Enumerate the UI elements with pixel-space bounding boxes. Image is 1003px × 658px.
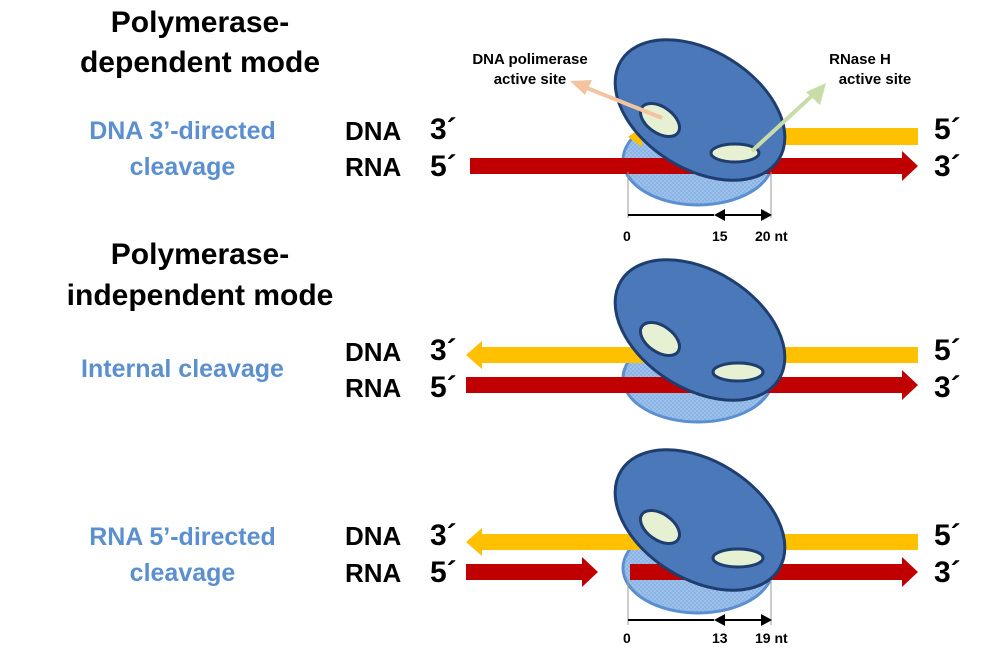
dna-left-end: 3´ [430, 334, 457, 367]
polymerase-dependent-heading-line1: Polymerase- [110, 6, 290, 39]
rnase-h-active-site [709, 142, 761, 164]
dna-right-end: 5´ [934, 519, 961, 552]
scale-tick-0: 0 [623, 228, 631, 244]
dna-label: DNA [345, 116, 402, 146]
scale-tick-19nt: 19 nt [755, 630, 788, 646]
rnase-h-active-site [711, 547, 765, 569]
rnase-site-label-line1: RNase H [829, 51, 891, 68]
polymerase-active-site [638, 320, 682, 358]
polymerase-site-label-line2: active site [493, 71, 567, 88]
panel-rna-5-directed [466, 448, 918, 626]
polymerase-pointer-arrow [581, 84, 663, 120]
rna-left-end: 5´ [430, 556, 457, 589]
polymerase-active-site [638, 508, 682, 546]
scale-arrowhead-left [714, 614, 725, 626]
polymerase-pointer-arrowhead [570, 80, 592, 95]
rna-left-end: 5´ [430, 150, 457, 183]
rna-label: RNA [345, 558, 402, 588]
dna-label: DNA [345, 337, 402, 367]
dna-3-directed-label-line1: DNA 3’-directed [89, 117, 276, 145]
scale-arrowhead-left [714, 209, 725, 221]
scale-tick-0: 0 [623, 630, 631, 646]
dna-3-directed-label-line2: cleavage [129, 153, 236, 181]
rnase-h-active-site [711, 361, 765, 383]
scale-arrowhead-right [761, 614, 772, 626]
rna-label: RNA [345, 152, 402, 182]
polymerase-dependent-heading-line2: dependent mode [79, 46, 320, 79]
polymerase-site-label-line1: DNA polimerase [472, 51, 588, 68]
rnase-site-label-line2: active site [838, 71, 912, 88]
scale-tick-13: 13 [712, 630, 728, 646]
rna-label: RNA [345, 373, 402, 403]
polymerase-independent-heading-line1: Polymerase- [110, 238, 290, 271]
rnase-pointer-arrowhead [806, 83, 826, 105]
scale-arrowhead-right [761, 209, 772, 221]
rnase-pointer-arrow [750, 91, 817, 153]
dna-label: DNA [345, 521, 402, 551]
scale-tick-15: 15 [712, 228, 728, 244]
panel-internal-cleavage [466, 258, 918, 424]
dna-right-end: 5´ [934, 113, 961, 146]
rna-5-directed-label-line1: RNA 5’-directed [89, 523, 276, 551]
dna-strand-left-arrow [466, 341, 650, 369]
dna-right-end: 5´ [934, 334, 961, 367]
dna-strand-left-arrow [466, 528, 650, 556]
rna-fragment-left [466, 557, 598, 587]
scale-tick-20nt: 20 nt [755, 228, 788, 244]
dna-left-end: 3´ [430, 113, 457, 146]
dna-strand-right [782, 534, 918, 550]
dna-strand-right [782, 347, 918, 363]
dna-left-end: 3´ [430, 519, 457, 552]
dna-strand [782, 128, 918, 145]
internal-cleavage-label: Internal cleavage [81, 355, 284, 383]
rna-5-directed-label-line2: cleavage [129, 559, 236, 587]
polymerase-independent-heading-line2: independent mode [66, 279, 334, 312]
panel-dna-3-directed [470, 38, 918, 221]
rna-right-end: 3´ [934, 150, 961, 183]
rna-right-end: 3´ [934, 371, 961, 404]
rna-right-end: 3´ [934, 556, 961, 589]
rna-left-end: 5´ [430, 371, 457, 404]
